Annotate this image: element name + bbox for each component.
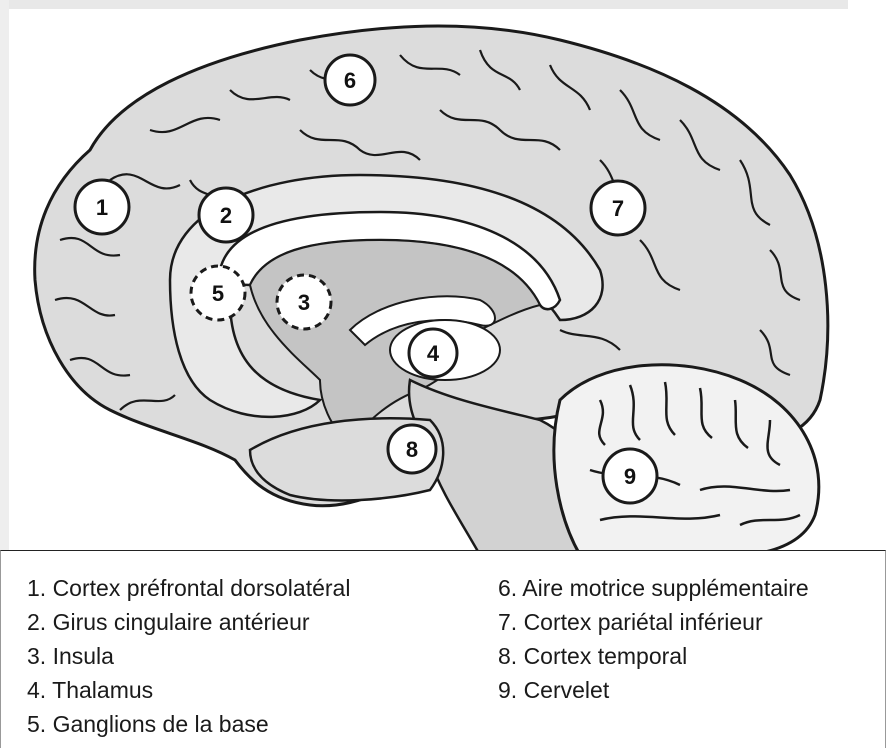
- legend-column-right: 6. Aire motrice supplémentaire 7. Cortex…: [498, 571, 809, 707]
- region-marker-7: 7: [591, 181, 645, 235]
- marker-label-8: 8: [406, 437, 418, 462]
- legend-item-8: 8. Cortex temporal: [498, 639, 809, 673]
- region-marker-4: 4: [409, 329, 457, 377]
- legend-item-4: 4. Thalamus: [27, 673, 350, 707]
- legend-item-9: 9. Cervelet: [498, 673, 809, 707]
- region-marker-5: 5: [191, 266, 245, 320]
- legend-item-7: 7. Cortex pariétal inférieur: [498, 605, 809, 639]
- legend-item-3: 3. Insula: [27, 639, 350, 673]
- legend-item-6: 6. Aire motrice supplémentaire: [498, 571, 809, 605]
- legend-item-5: 5. Ganglions de la base: [27, 707, 350, 741]
- legend-box: 1. Cortex préfrontal dorsolatéral 2. Gir…: [0, 550, 886, 748]
- region-marker-1: 1: [75, 180, 129, 234]
- marker-label-7: 7: [612, 196, 624, 221]
- region-marker-8: 8: [388, 425, 436, 473]
- legend-item-1: 1. Cortex préfrontal dorsolatéral: [27, 571, 350, 605]
- region-marker-2: 2: [199, 188, 253, 242]
- marker-label-1: 1: [96, 195, 108, 220]
- marker-label-6: 6: [344, 68, 356, 93]
- marker-label-9: 9: [624, 464, 636, 489]
- region-marker-3: 3: [277, 275, 331, 329]
- marker-label-3: 3: [298, 290, 310, 315]
- marker-label-2: 2: [220, 203, 232, 228]
- region-marker-9: 9: [603, 449, 657, 503]
- marker-label-5: 5: [212, 281, 224, 306]
- region-marker-6: 6: [325, 55, 375, 105]
- figure-frame-left: [0, 0, 9, 550]
- marker-label-4: 4: [427, 341, 440, 366]
- legend-item-2: 2. Girus cingulaire antérieur: [27, 605, 350, 639]
- legend-column-left: 1. Cortex préfrontal dorsolatéral 2. Gir…: [27, 571, 350, 741]
- figure-frame: [0, 0, 848, 9]
